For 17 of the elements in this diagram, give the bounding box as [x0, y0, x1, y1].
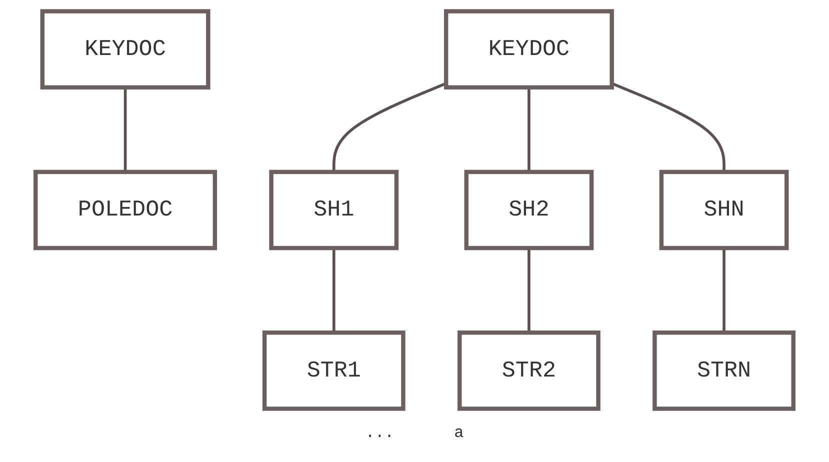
node-box: POLEDOC: [34, 170, 218, 250]
node-box: STR2: [458, 330, 600, 411]
note-label: ...: [365, 424, 394, 442]
connector: [124, 87, 127, 172]
note-label: a: [454, 424, 464, 442]
node-box: SH1: [269, 170, 399, 250]
node-box: STRN: [652, 330, 796, 411]
connector: [611, 82, 726, 172]
connector: [528, 248, 530, 333]
node-box: KEYDOC: [444, 9, 614, 90]
node-box: SHN: [659, 170, 789, 250]
node-box: SH2: [464, 170, 594, 250]
node-box: KEYDOC: [40, 9, 210, 90]
connector: [332, 248, 336, 333]
connector: [528, 87, 530, 172]
node-box: STR1: [262, 330, 406, 411]
connector: [722, 248, 726, 333]
